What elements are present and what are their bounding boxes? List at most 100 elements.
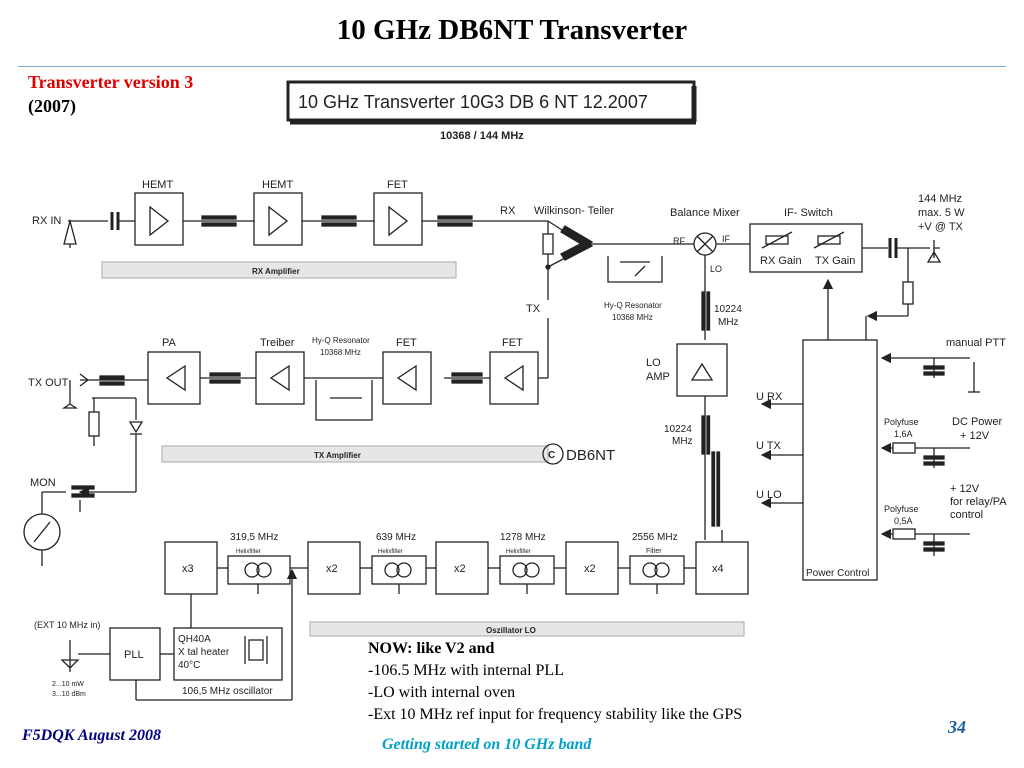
fet-rx-block: [373, 192, 423, 246]
footer-author: F5DQK August 2008: [22, 727, 161, 744]
x2-label-1: x2: [326, 563, 338, 575]
power-control-block: [802, 339, 878, 581]
if-switch-label: IF- Switch: [784, 207, 833, 219]
lo-freq-1: 10224: [714, 304, 742, 315]
relay-label-2: control: [950, 509, 983, 521]
if-freq-label: 144 MHz: [918, 193, 962, 205]
hemt2-block: [253, 192, 303, 246]
tx-label: TX: [526, 303, 541, 315]
copyright-symbol: [542, 443, 564, 465]
polyfuse-1-label: Polyfuse: [884, 417, 919, 427]
pa-block: [147, 351, 201, 405]
tx-gain-label: TX Gain: [815, 255, 855, 267]
relay-label-1: for relay/PA: [950, 496, 1007, 508]
x2-label-3: x2: [584, 563, 596, 575]
lo-freq-2-unit: MHz: [672, 436, 693, 447]
ref-level-1: 2...10 mW: [52, 681, 84, 688]
note-line-1: -106.5 MHz with internal PLL: [368, 662, 564, 679]
lo-amp-block: [676, 343, 728, 397]
tx-amp-bar-label: TX Amplifier: [314, 451, 361, 460]
polyfuse-1-value: 1,6A: [894, 429, 913, 439]
x3-label: x3: [182, 563, 194, 575]
fet-tx2-label: FET: [502, 337, 523, 349]
note-block: NOW: like V2 and -106.5 MHz with interna…: [368, 638, 742, 726]
relay-voltage: + 12V: [950, 483, 980, 495]
freq-319-label: 319,5 MHz: [230, 532, 278, 543]
pll-label: PLL: [124, 649, 144, 661]
svg-text:C: C: [548, 450, 555, 461]
slide-title: 10 GHz DB6NT Transverter: [336, 14, 688, 46]
ext-ref-label: (EXT 10 MHz in): [34, 620, 100, 630]
resonator-rx-label: Hy-Q Resonator: [604, 301, 662, 310]
page-number: 34: [948, 717, 966, 737]
note-heading: NOW: like V2 and: [368, 640, 495, 657]
tx-amplifier-bar: [161, 445, 549, 463]
copyright-text: DB6NT: [566, 447, 615, 464]
hemt1-label: HEMT: [142, 179, 173, 191]
freq-1278-label: 1278 MHz: [500, 532, 546, 543]
power-control-label: Power Control: [806, 568, 869, 579]
filter-label: Filter: [646, 548, 662, 555]
resonator-tx-freq: 10368 MHz: [320, 348, 361, 357]
year-label: (2007): [28, 96, 76, 116]
osc-106-label: 106,5 MHz oscillator: [182, 686, 273, 697]
resonator-tx-label: Hy-Q Resonator: [312, 336, 370, 345]
hemt2-label: HEMT: [262, 179, 293, 191]
u-lo-label: U LO: [756, 489, 782, 501]
helix3-label: Helixfilter: [506, 549, 531, 555]
osc-bar-label: Oszillator LO: [486, 626, 536, 635]
xtal-label-1: QH40A: [178, 634, 211, 645]
u-tx-label: U TX: [756, 440, 782, 452]
rx-amp-bar-label: RX Amplifier: [252, 267, 300, 276]
pa-label: PA: [162, 337, 177, 349]
header-box-text: 10 GHz Transverter 10G3 DB 6 NT 12.2007: [298, 92, 648, 112]
fet-tx1-block: [382, 351, 432, 405]
if-label: IF: [722, 234, 731, 244]
ref-level-2: 3...10 dBm: [52, 691, 86, 698]
lo-amp-label-1: LO: [646, 357, 661, 369]
note-line-3: -Ext 10 MHz ref input for frequency stab…: [368, 706, 743, 723]
fet-rx-label: FET: [387, 179, 408, 191]
mon-label: MON: [30, 477, 56, 489]
freq-2556-label: 2556 MHz: [632, 532, 678, 543]
treiber-label: Treiber: [260, 337, 295, 349]
title-divider: [18, 66, 1006, 67]
rx-label: RX: [500, 205, 516, 217]
rx-gain-label: RX Gain: [760, 255, 802, 267]
xtal-label-2: X tal heater: [178, 647, 230, 658]
balance-mixer-label: Balance Mixer: [670, 207, 740, 219]
xtal-label-3: 40°C: [178, 660, 200, 671]
x2-label-2: x2: [454, 563, 466, 575]
dc-power-voltage: + 12V: [960, 430, 990, 442]
manual-ptt-label: manual PTT: [946, 337, 1006, 349]
rf-label: RF: [673, 236, 685, 246]
hemt1-block: [134, 192, 184, 246]
x4-label: x4: [712, 563, 724, 575]
lo-freq-1-unit: MHz: [718, 317, 739, 328]
fet-tx2-block: [489, 351, 539, 405]
freq-639-label: 639 MHz: [376, 532, 416, 543]
polyfuse-2-label: Polyfuse: [884, 504, 919, 514]
if-power-label: max. 5 W: [918, 207, 965, 219]
oscillator-lo-bar: [309, 621, 745, 637]
lo-label: LO: [710, 264, 722, 274]
dc-power-label: DC Power: [952, 416, 1002, 428]
lo-freq-2: 10224: [664, 424, 692, 435]
footer-topic: Getting started on 10 GHz band: [382, 736, 592, 753]
resonator-rx-freq: 10368 MHz: [612, 313, 653, 322]
polyfuse-2-value: 0,5A: [894, 516, 913, 526]
fet-tx1-label: FET: [396, 337, 417, 349]
wilkinson-label: Wilkinson- Teiler: [534, 205, 614, 217]
helix2-label: Helixfilter: [378, 549, 403, 555]
version-label: Transverter version 3: [28, 72, 194, 92]
tx-out-label: TX OUT: [28, 377, 69, 389]
u-rx-label: U RX: [756, 391, 783, 403]
note-line-2: -LO with internal oven: [368, 684, 516, 701]
if-tx-label: +V @ TX: [918, 221, 964, 233]
rx-amplifier-bar: [101, 261, 457, 279]
subheader-text: 10368 / 144 MHz: [440, 130, 524, 142]
treiber-block: [255, 351, 305, 405]
helix1-label: Helixfilter: [236, 549, 261, 555]
rx-in-label: RX IN: [32, 215, 61, 227]
